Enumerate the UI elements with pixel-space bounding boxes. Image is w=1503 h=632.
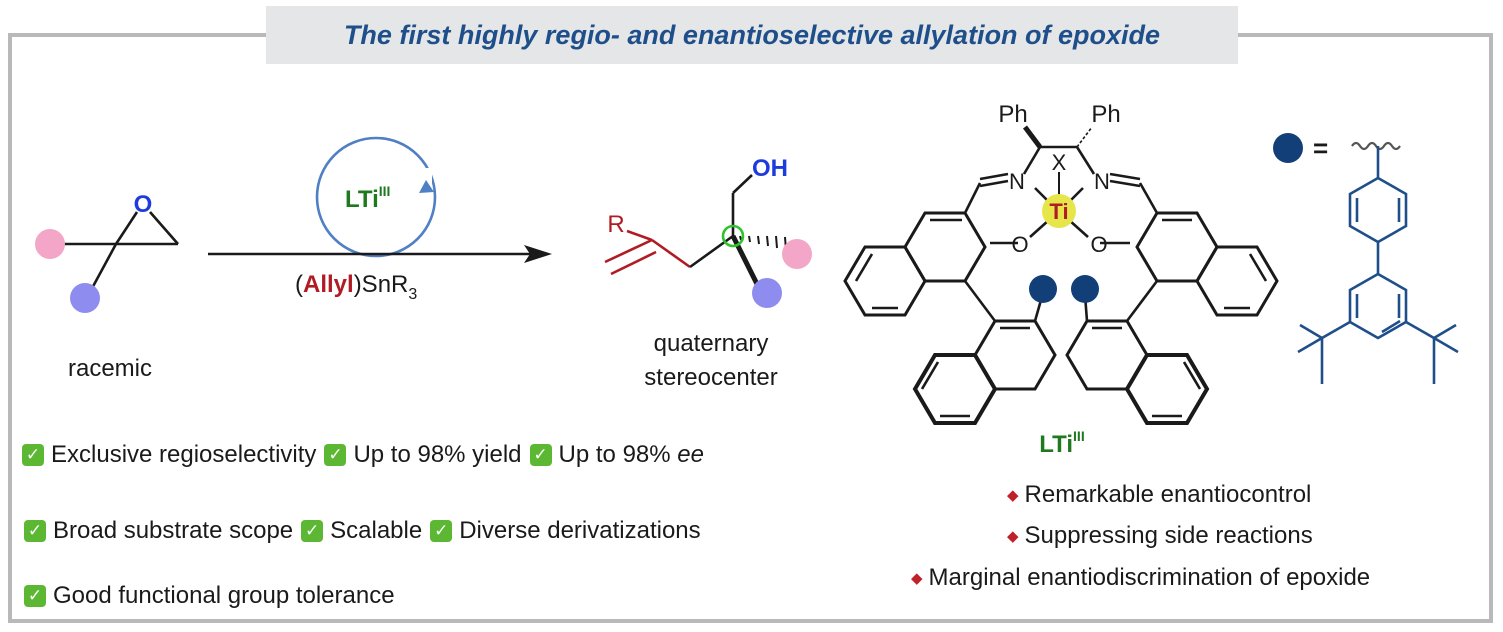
phenyl-right-label: Ph [1091, 101, 1120, 128]
check-icon: ✓ [324, 444, 347, 466]
titanium-label: Ti [1049, 199, 1068, 224]
bullet-text: Remarkable enantiocontrol [1024, 481, 1312, 508]
check-icon: ✓ [529, 444, 552, 466]
check-icon: ✓ [301, 520, 324, 542]
ee-label: ee [677, 441, 704, 468]
purple-substituent-dot [70, 283, 100, 313]
feature-row-2: ✓ Broad substrate scope ✓ Scalable ✓ Div… [24, 517, 701, 545]
terphenyl-structure [1297, 146, 1459, 384]
stereocenter-marker [721, 224, 745, 248]
catalyst-name: LTiIII [1039, 428, 1084, 458]
reagent-label: (Allyl)SnR3 [295, 271, 417, 303]
bullet-item: ◆ Remarkable enantiocontrol [1007, 481, 1311, 509]
check-icon: ✓ [430, 520, 453, 542]
hashed-wedge [739, 235, 787, 251]
feature-text: Exclusive regioselectivity [51, 441, 317, 468]
cycle-arrow-icon [315, 136, 437, 258]
oxygen-left-label: O [1011, 232, 1028, 257]
catalyst-label: LTiIII [345, 183, 390, 213]
imine-n-right: N [1094, 169, 1110, 194]
product-pink-dot [782, 239, 812, 269]
phenyl-left-label: Ph [998, 101, 1027, 128]
feature-text: Up to 98% [558, 441, 671, 468]
feature-row-3: ✓ Good functional group tolerance [24, 582, 395, 610]
bullet-item: ◆ Marginal enantiodiscrimination of epox… [911, 564, 1370, 592]
feature-text: Diverse derivatizations [459, 517, 701, 544]
biphenyl-dot-left [1029, 275, 1057, 303]
reaction-arrowhead [524, 245, 552, 263]
feature-text: Good functional group tolerance [53, 582, 395, 609]
titanium-center [1042, 194, 1076, 228]
pink-substituent-dot [35, 229, 65, 259]
diamond-bullet-icon: ◆ [1007, 486, 1019, 504]
feature-row-1: ✓ Exclusive regioselectivity ✓ Up to 98%… [22, 441, 704, 469]
racemic-label: racemic [68, 355, 152, 382]
check-icon: ✓ [24, 520, 46, 542]
check-icon: ✓ [24, 585, 46, 607]
epoxide-structure [62, 211, 179, 293]
bullet-text: Marginal enantiodiscrimination of epoxid… [928, 564, 1371, 591]
product-hydroxyl: OH [752, 155, 788, 182]
check-icon: ✓ [22, 444, 44, 466]
diamond-bullet-icon: ◆ [911, 569, 923, 587]
title-banner: The first highly regio- and enantioselec… [266, 6, 1238, 64]
product-purple-dot [752, 278, 782, 308]
bullet-text: Suppressing side reactions [1024, 522, 1313, 549]
x-ligand-label: X [1052, 150, 1067, 175]
legend-dot [1273, 133, 1303, 163]
feature-text: Scalable [330, 517, 423, 544]
product-r-group: R [607, 211, 624, 238]
imine-n-left: N [1009, 169, 1025, 194]
epoxide-oxygen: O [134, 191, 153, 218]
oxygen-right-label: O [1090, 232, 1107, 257]
stereocenter-label: stereocenter [644, 364, 777, 391]
feature-text: Broad substrate scope [53, 517, 294, 544]
feature-text: Up to 98% yield [353, 441, 522, 468]
biphenyl-dot-right [1071, 275, 1099, 303]
bullet-item: ◆ Suppressing side reactions [1007, 522, 1313, 550]
catalyst-structure [843, 125, 1279, 425]
diamond-bullet-icon: ◆ [1007, 527, 1019, 545]
page-title: The first highly regio- and enantioselec… [343, 19, 1161, 50]
wavy-bond-icon [1351, 141, 1401, 151]
product-structure [604, 174, 760, 286]
legend-equals: = [1313, 133, 1328, 163]
cycle-arrowhead [419, 180, 434, 193]
quaternary-label: quaternary [654, 330, 769, 357]
